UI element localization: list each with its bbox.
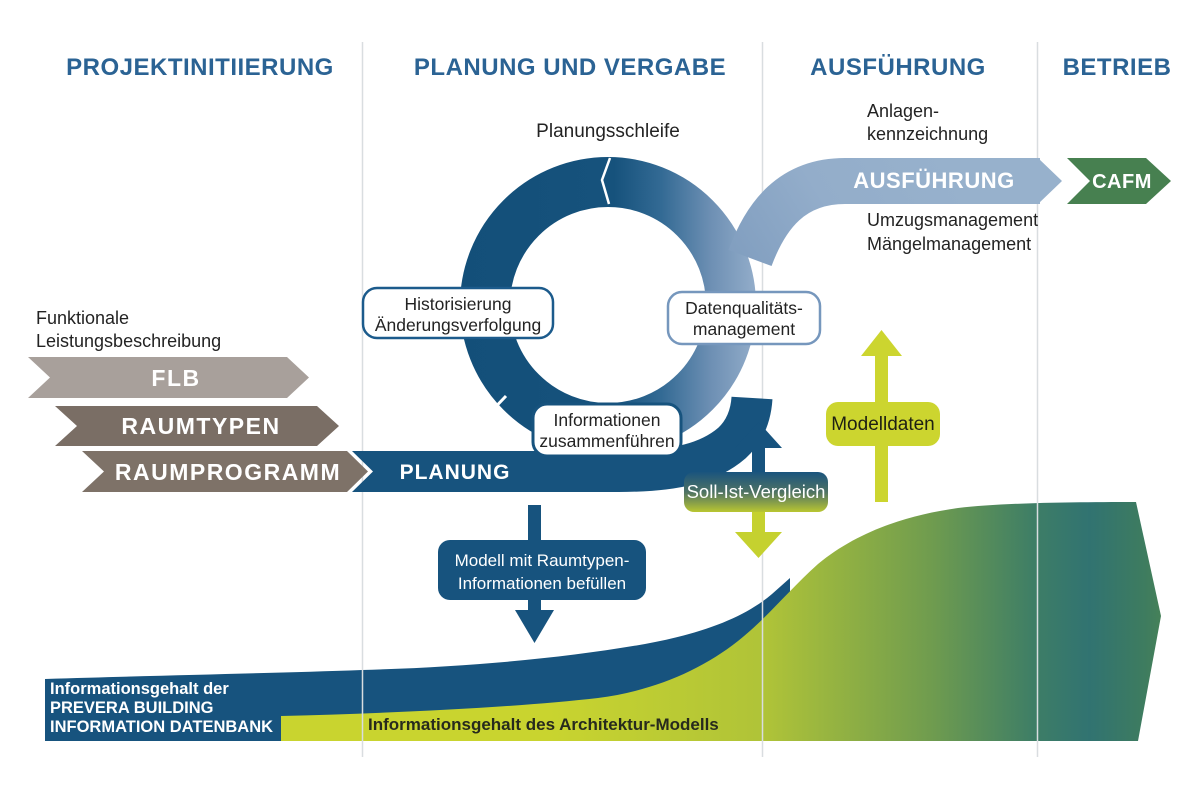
raumprogramm-label: RAUMPROGRAMM (115, 459, 341, 485)
soll-ist-up-arrow-shaft (752, 446, 765, 474)
ausfuehrung-band-arrowhead (1038, 158, 1062, 204)
raumtypen-arrow (55, 406, 339, 446)
planungsschleife-label: Planungsschleife (536, 121, 680, 142)
planung-band-curve (617, 396, 773, 492)
phase-header-betrieb: BETRIEB (1063, 54, 1172, 81)
soll-ist-up-arrow-head (735, 422, 782, 448)
ausfuehrung-band (728, 158, 1040, 267)
informationen-box (531, 402, 683, 458)
anlagen-line2: kennzeichnung (867, 124, 988, 144)
informationen-line1: Informationen (553, 410, 660, 430)
soll-ist-down-arrow-shaft (752, 511, 765, 534)
funktionale-line1: Funktionale (36, 308, 129, 328)
loop-seam-lower-left (466, 394, 508, 438)
cafm-label: CAFM (1092, 171, 1152, 193)
phase-header-ausfuehrung: AUSFÜHRUNG (810, 54, 986, 81)
modelldaten-box (826, 402, 940, 446)
flb-arrow (28, 357, 309, 398)
loop-seam-top (600, 157, 612, 205)
modell-befuellen-line2: Informationen befüllen (458, 574, 626, 593)
ausfuehrung-band-label: AUSFÜHRUNG (853, 168, 1014, 193)
raumtypen-label: RAUMTYPEN (121, 413, 280, 439)
modelldaten-label: Modelldaten (831, 414, 935, 435)
historisierung-line1: Historisierung (405, 294, 512, 314)
datenqualitaet-box (666, 290, 822, 346)
soll-ist-box (684, 472, 828, 512)
soll-ist-down-arrow-head (735, 532, 782, 558)
umzug-line1: Umzugsmanagement (867, 210, 1038, 230)
architektur-information-hill (281, 502, 1161, 741)
flb-label: FLB (151, 365, 200, 391)
phase-header-projektinitiierung: PROJEKTINITIIERUNG (66, 54, 334, 81)
cafm-arrow (1067, 158, 1171, 204)
prevera-footer-line1: Informationsgehalt der (50, 680, 229, 698)
modell-arrow-head (515, 610, 554, 643)
datenqualitaet-line2: management (693, 319, 795, 339)
informationen-line2: zusammenführen (539, 431, 674, 451)
modelldaten-arrow-head (861, 330, 902, 356)
architektur-footer-label: Informationsgehalt des Architektur-Model… (368, 715, 719, 734)
modell-befuellen-box (438, 540, 646, 600)
planung-band-label: PLANUNG (400, 461, 511, 484)
prevera-footer-line3: INFORMATION DATENBANK (50, 718, 273, 736)
funktionale-line2: Leistungsbeschreibung (36, 331, 221, 351)
prevera-footer-line2: PREVERA BUILDING (50, 699, 214, 717)
phase-header-planung-vergabe: PLANUNG UND VERGABE (414, 54, 726, 81)
historisierung-box (361, 286, 555, 340)
historisierung-line2: Änderungsverfolgung (375, 315, 541, 335)
soll-ist-label: Soll-Ist-Vergleich (687, 481, 826, 502)
umzug-line2: Mängelmanagement (867, 234, 1031, 254)
datenqualitaet-line1: Datenqualitäts- (685, 298, 803, 318)
raumprogramm-arrow (82, 451, 368, 492)
modell-befuellen-line1: Modell mit Raumtypen- (455, 551, 630, 570)
anlagen-line1: Anlagen- (867, 101, 939, 121)
planung-band (352, 451, 620, 492)
